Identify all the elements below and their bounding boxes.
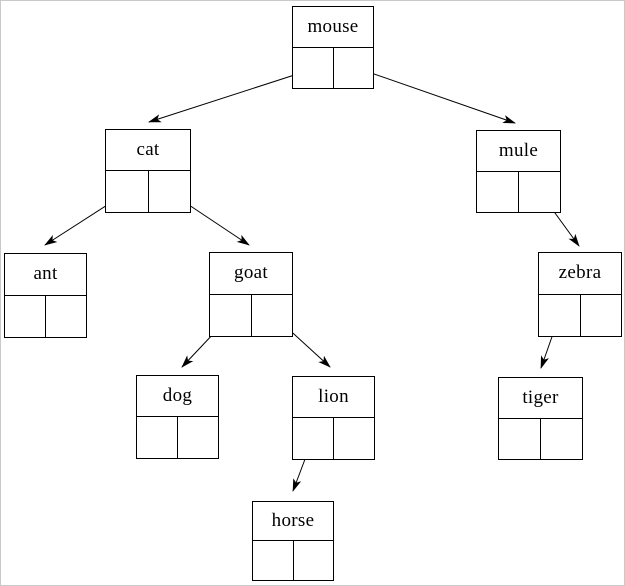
left-pointer-cell-lion (293, 418, 334, 459)
right-pointer-cell-horse (294, 541, 334, 580)
left-pointer-cell-horse (253, 541, 294, 580)
right-pointer-cell-zebra (581, 295, 622, 336)
edge-mouse-mule (353, 66, 516, 124)
right-pointer-cell-cat (149, 171, 191, 212)
node-label-mule: mule (477, 131, 560, 172)
left-pointer-cell-dog (137, 417, 178, 458)
left-pointer-cell-mule (477, 171, 519, 212)
left-pointer-cell-ant (5, 295, 46, 337)
pointer-cells-zebra (539, 294, 622, 336)
pointer-cells-lion (293, 418, 374, 459)
tree-node-zebra: zebra (538, 252, 622, 337)
pointer-cells-tiger (499, 418, 582, 459)
tree-node-dog: dog (136, 375, 219, 459)
node-label-lion: lion (293, 377, 374, 419)
right-pointer-cell-ant (46, 296, 86, 337)
tree-node-mouse: mouse (292, 6, 374, 89)
tree-node-lion: lion (292, 376, 375, 460)
pointer-cells-horse (253, 541, 333, 580)
left-pointer-cell-goat (210, 294, 252, 336)
node-label-tiger: tiger (499, 378, 582, 419)
node-label-dog: dog (137, 376, 218, 418)
right-pointer-cell-mouse (334, 48, 374, 88)
node-label-goat: goat (210, 253, 292, 295)
left-pointer-cell-zebra (539, 294, 581, 336)
tree-node-ant: ant (4, 253, 87, 338)
left-pointer-cell-tiger (499, 418, 541, 459)
tree-node-mule: mule (476, 130, 561, 213)
pointer-cells-ant (5, 295, 86, 337)
tree-node-horse: horse (252, 501, 334, 581)
right-pointer-cell-dog (178, 417, 218, 458)
pointer-cells-goat (210, 294, 293, 336)
node-label-ant: ant (5, 254, 86, 296)
pointer-cells-dog (137, 417, 218, 458)
tree-node-goat: goat (209, 252, 293, 337)
left-pointer-cell-cat (106, 171, 149, 212)
pointer-cells-mouse (293, 47, 374, 88)
node-label-cat: cat (106, 130, 190, 172)
edge-mouse-cat (148, 68, 314, 123)
right-pointer-cell-goat (252, 295, 293, 336)
pointer-cells-mule (477, 171, 560, 212)
left-pointer-cell-mouse (293, 47, 334, 88)
tree-node-tiger: tiger (498, 377, 583, 460)
right-pointer-cell-mule (519, 172, 560, 212)
tree-node-cat: cat (105, 129, 191, 213)
pointer-cells-cat (106, 171, 190, 212)
node-label-mouse: mouse (293, 7, 373, 48)
right-pointer-cell-lion (334, 418, 374, 459)
node-label-zebra: zebra (539, 253, 621, 295)
node-label-horse: horse (253, 502, 333, 542)
right-pointer-cell-tiger (541, 419, 582, 459)
